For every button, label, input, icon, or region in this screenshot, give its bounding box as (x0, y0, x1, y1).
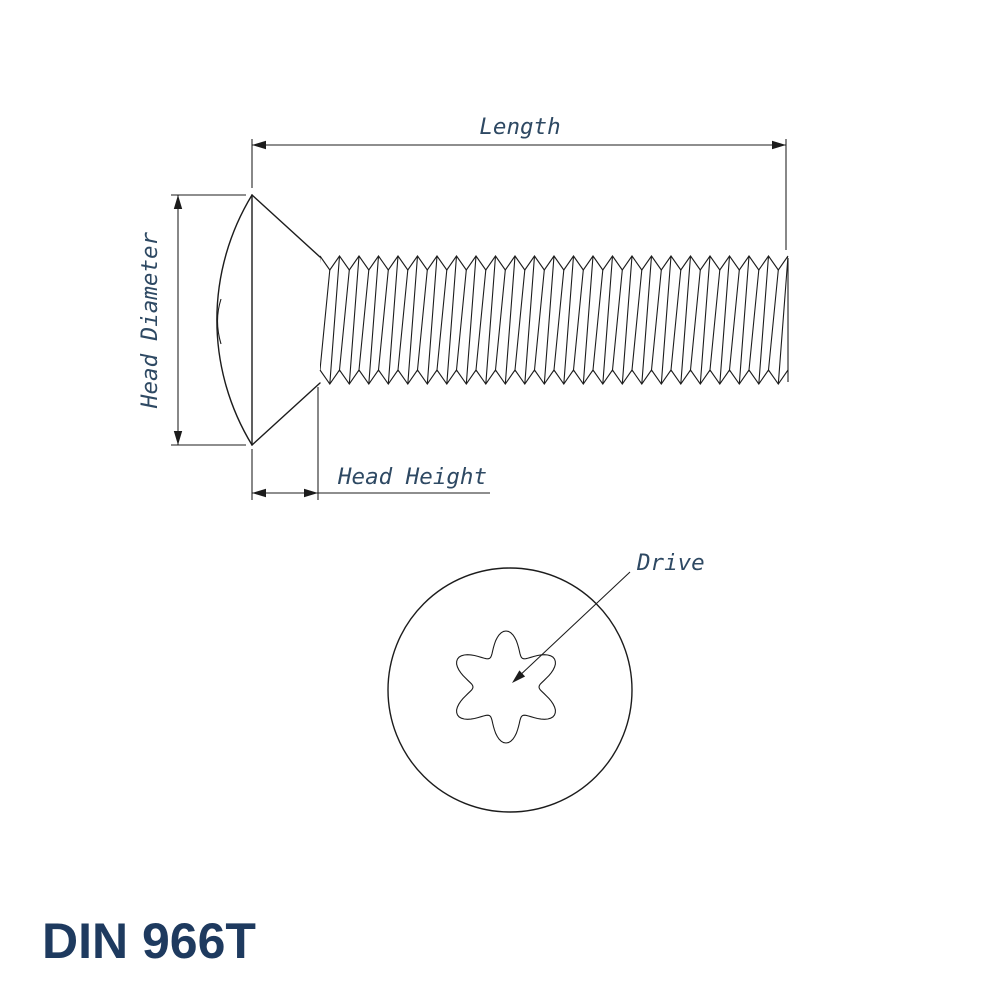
screw-side-view (217, 195, 788, 445)
head-diameter-label: Head Diameter (137, 232, 163, 410)
head-cone-top-line (252, 195, 320, 257)
head-height-label: Head Height (337, 464, 487, 490)
dimension-head-height: Head Height (252, 387, 490, 500)
length-label: Length (479, 114, 560, 140)
torx-recess-outline (457, 631, 556, 743)
head-dome-outline (217, 195, 252, 445)
thread-bottom-edge (320, 370, 788, 384)
thread-pattern (310, 256, 788, 384)
thread-flank-lines (310, 256, 788, 384)
page-title: DIN 966T (42, 913, 256, 969)
screw-drive-view: Drive (388, 550, 705, 812)
dimension-length: Length (252, 114, 786, 250)
dimension-head-diameter: Head Diameter (137, 195, 246, 445)
drive-label: Drive (636, 550, 705, 576)
head-cone-bottom-line (252, 383, 320, 445)
